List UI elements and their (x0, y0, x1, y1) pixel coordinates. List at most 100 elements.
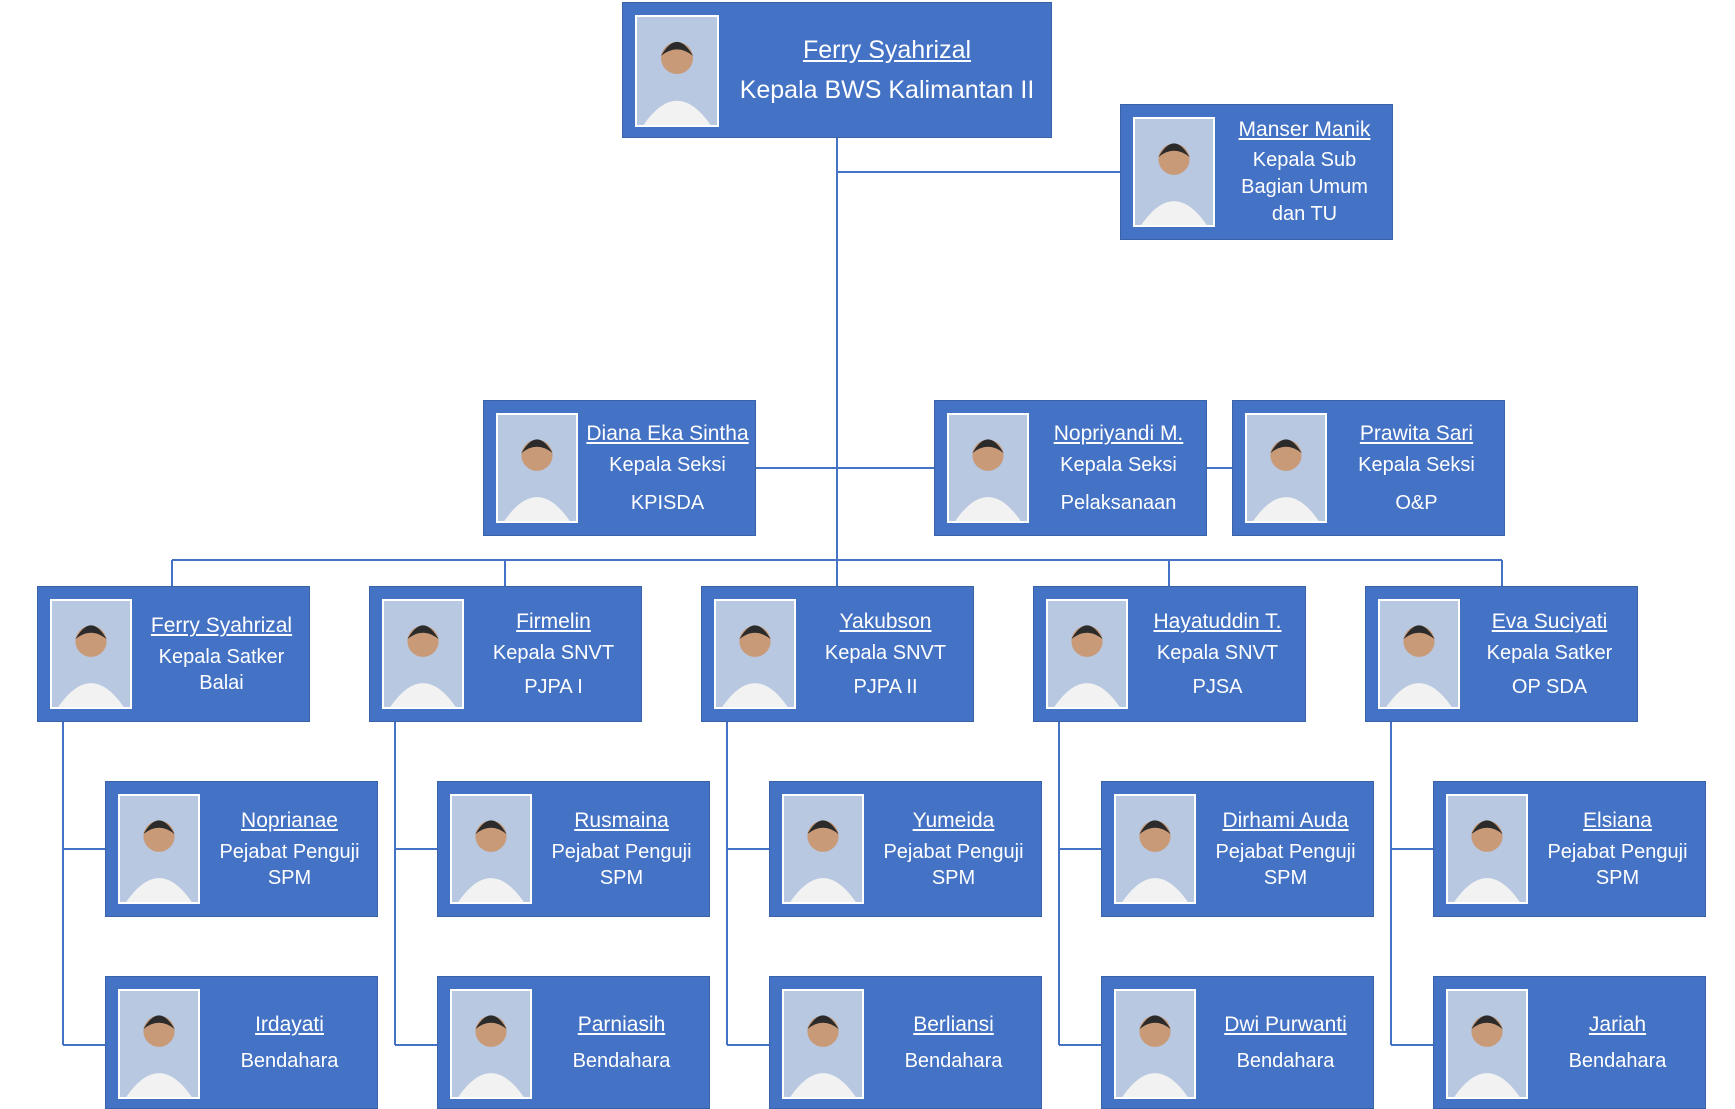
subordinate-role: Pejabat Penguji SPM (551, 840, 692, 889)
head-name[interactable]: Ferry Syahrizal (802, 35, 972, 64)
unit-box-pjpa-2[interactable]: Yakubson Kepala SNVT PJPA II (701, 586, 974, 722)
portrait-silhouette-icon (120, 991, 198, 1097)
subordinate-box[interactable]: Berliansi Bendahara (769, 976, 1042, 1109)
subordinate-box[interactable]: Elsiana Pejabat Penguji SPM (1433, 781, 1706, 917)
unit-role2: PJPA II (853, 675, 918, 698)
portrait-silhouette-icon (120, 796, 198, 902)
section-box-op[interactable]: Prawita Sari Kepala Seksi O&P (1232, 400, 1505, 536)
portrait-silhouette-icon (949, 415, 1027, 521)
portrait-silhouette-icon (1380, 601, 1458, 707)
unit-box-satker-balai[interactable]: Ferry Syahrizal Kepala Satker Balai (37, 586, 310, 722)
portrait-icon (450, 794, 532, 904)
subordinate-role: Bendahara (240, 1050, 339, 1073)
portrait-silhouette-icon (384, 601, 462, 707)
subordinate-box[interactable]: Parniasih Bendahara (437, 976, 710, 1109)
portrait-silhouette-icon (716, 601, 794, 707)
portrait-silhouette-icon (52, 601, 130, 707)
section-name[interactable]: Nopriyandi M. (1053, 422, 1184, 446)
subordinate-box[interactable]: Dwi Purwanti Bendahara (1101, 976, 1374, 1109)
unit-name[interactable]: Hayatuddin T. (1153, 610, 1282, 634)
unit-name[interactable]: Firmelin (516, 610, 591, 634)
subordinate-role: Bendahara (572, 1050, 671, 1073)
section-role: Kepala Seksi (609, 453, 726, 476)
portrait-icon (1378, 599, 1460, 709)
portrait-silhouette-icon (1116, 991, 1194, 1097)
portrait-icon (1046, 599, 1128, 709)
portrait-icon (382, 599, 464, 709)
portrait-icon (118, 989, 200, 1099)
portrait-silhouette-icon (784, 991, 862, 1097)
section-box-pelaksanaan[interactable]: Nopriyandi M. Kepala Seksi Pelaksanaan (934, 400, 1207, 536)
portrait-icon (947, 413, 1029, 523)
subordinate-box[interactable]: Irdayati Bendahara (105, 976, 378, 1109)
portrait-icon (1114, 989, 1196, 1099)
portrait-icon (1245, 413, 1327, 523)
section-name[interactable]: Prawita Sari (1359, 422, 1474, 446)
unit-role: Kepala Satker Balai (158, 645, 285, 694)
subordinate-box[interactable]: Dirhami Auda Pejabat Penguji SPM (1101, 781, 1374, 917)
unit-name[interactable]: Eva Suciyati (1491, 610, 1608, 634)
subordinate-box[interactable]: Noprianae Pejabat Penguji SPM (105, 781, 378, 917)
staff-unit-role: Kepala Sub Bagian Umum dan TU (1241, 149, 1368, 226)
subordinate-name[interactable]: Parniasih (577, 1012, 666, 1036)
subordinate-role: Pejabat Penguji SPM (1215, 840, 1356, 889)
subordinate-box[interactable]: Yumeida Pejabat Penguji SPM (769, 781, 1042, 917)
head-role: Kepala BWS Kalimantan II (739, 76, 1035, 104)
section-name[interactable]: Diana Eka Sintha (586, 422, 749, 446)
section-role2: KPISDA (630, 491, 705, 514)
portrait-silhouette-icon (1448, 991, 1526, 1097)
section-box-kpisda[interactable]: Diana Eka Sintha Kepala Seksi KPISDA (483, 400, 756, 536)
subordinate-name[interactable]: Irdayati (255, 1012, 324, 1036)
unit-role2: OP SDA (1511, 675, 1588, 698)
subordinate-role: Pejabat Penguji SPM (1547, 840, 1688, 889)
head-box[interactable]: Ferry Syahrizal Kepala BWS Kalimantan II (622, 2, 1052, 138)
subordinate-name[interactable]: Dirhami Auda (1222, 809, 1349, 833)
subordinate-name[interactable]: Jariah (1588, 1012, 1647, 1036)
unit-name[interactable]: Yakubson (839, 610, 932, 634)
subordinate-role: Bendahara (1236, 1050, 1335, 1073)
unit-role: Kepala SNVT (492, 641, 615, 664)
portrait-silhouette-icon (452, 991, 530, 1097)
portrait-icon (635, 15, 719, 127)
subordinate-role: Bendahara (904, 1050, 1003, 1073)
subordinate-role: Pejabat Penguji SPM (883, 840, 1024, 889)
subordinate-name[interactable]: Dwi Purwanti (1224, 1012, 1347, 1036)
subordinate-name[interactable]: Noprianae (241, 809, 338, 833)
unit-role2: PJPA I (524, 675, 583, 698)
subordinate-box[interactable]: Rusmaina Pejabat Penguji SPM (437, 781, 710, 917)
portrait-silhouette-icon (452, 796, 530, 902)
subordinate-name[interactable]: Rusmaina (574, 809, 669, 833)
portrait-silhouette-icon (637, 17, 717, 125)
portrait-icon (714, 599, 796, 709)
portrait-silhouette-icon (784, 796, 862, 902)
section-role2: O&P (1395, 491, 1438, 514)
unit-role: Kepala Satker (1486, 641, 1613, 664)
portrait-silhouette-icon (1048, 601, 1126, 707)
portrait-silhouette-icon (1448, 796, 1526, 902)
unit-box-pjpa-1[interactable]: Firmelin Kepala SNVT PJPA I (369, 586, 642, 722)
unit-name[interactable]: Ferry Syahrizal (150, 614, 293, 638)
staff-unit-name[interactable]: Manser Manik (1238, 117, 1371, 141)
unit-box-op-sda[interactable]: Eva Suciyati Kepala Satker OP SDA (1365, 586, 1638, 722)
section-role: Kepala Seksi (1060, 453, 1177, 476)
subordinate-role: Bendahara (1568, 1050, 1667, 1073)
unit-role2: PJSA (1192, 675, 1243, 698)
portrait-silhouette-icon (1135, 119, 1213, 225)
portrait-icon (1446, 794, 1528, 904)
section-role2: Pelaksanaan (1060, 491, 1177, 514)
subordinate-name[interactable]: Elsiana (1583, 809, 1652, 833)
portrait-icon (118, 794, 200, 904)
section-role: Kepala Seksi (1358, 453, 1475, 476)
staff-unit-box[interactable]: Manser Manik Kepala Sub Bagian Umum dan … (1120, 104, 1393, 240)
portrait-icon (1446, 989, 1528, 1099)
portrait-icon (450, 989, 532, 1099)
unit-box-pjsa[interactable]: Hayatuddin T. Kepala SNVT PJSA (1033, 586, 1306, 722)
unit-role: Kepala SNVT (1156, 641, 1279, 664)
portrait-icon (50, 599, 132, 709)
subordinate-box[interactable]: Jariah Bendahara (1433, 976, 1706, 1109)
subordinate-name[interactable]: Berliansi (913, 1012, 994, 1036)
portrait-silhouette-icon (1116, 796, 1194, 902)
unit-role: Kepala SNVT (824, 641, 947, 664)
subordinate-name[interactable]: Yumeida (912, 809, 995, 833)
